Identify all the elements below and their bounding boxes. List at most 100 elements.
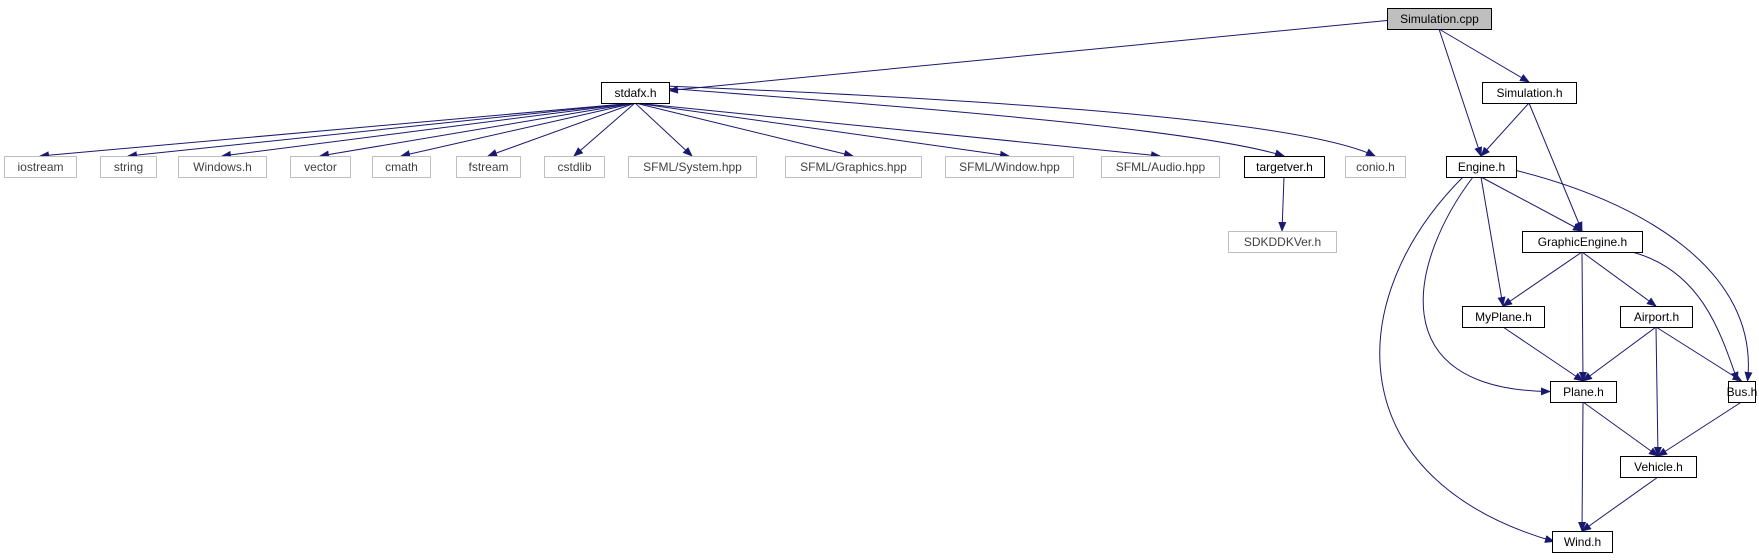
node-box: [628, 156, 757, 178]
edge-stdafx_h-to-sfml_system: [634, 102, 693, 157]
node-label: Windows.h: [193, 160, 252, 174]
edge-simulation_h-to-graphicengine_h: [1528, 102, 1583, 232]
node-label: targetver.h: [1256, 160, 1313, 174]
node-label: Wind.h: [1564, 535, 1601, 549]
edges-layer: [39, 20, 1753, 543]
node-label: Simulation.h: [1496, 86, 1562, 100]
node-box: [1345, 156, 1406, 178]
node-label: Vehicle.h: [1634, 460, 1683, 474]
node-box: [1728, 381, 1756, 403]
node-label: Bus.h: [1727, 385, 1758, 399]
node-cmath: cmath: [372, 156, 431, 178]
node-targetver-h[interactable]: targetver.h: [1244, 156, 1325, 178]
node-box: [1244, 156, 1325, 178]
node-box: [1620, 456, 1697, 478]
edge-targetver_h-to-sdkddkver_h: [1278, 176, 1287, 232]
node-label: cmath: [385, 160, 418, 174]
edge-stdafx_h-to-string: [127, 102, 636, 160]
node-label: SDKDDKVer.h: [1244, 235, 1321, 249]
node-vector: vector: [290, 156, 351, 178]
node-label: iostream: [17, 160, 63, 174]
node-label: Simulation.cpp: [1400, 12, 1479, 26]
node-label: SFML/Window.hpp: [959, 160, 1060, 174]
edge-stdafx_h-to-vector: [319, 102, 636, 159]
node-label: cstdlib: [557, 160, 591, 174]
edge-airport_h-to-bus_h: [1655, 326, 1743, 382]
node-box: [372, 156, 431, 178]
edge-stdafx_h-to-sfml_window: [634, 102, 1010, 159]
node-box: [945, 156, 1074, 178]
node-box: [290, 156, 351, 178]
node-label: SFML/System.hpp: [643, 160, 742, 174]
edge-bus_h-to-vehicle_h: [1657, 401, 1742, 457]
node-box: [4, 156, 77, 178]
node-iostream: iostream: [4, 156, 77, 178]
edge-engine_h-to-myplane_h: [1480, 176, 1506, 307]
edge-stdafx_h-to-sfml_graphics: [634, 102, 854, 158]
edge-plane_h-to-vehicle_h: [1582, 401, 1659, 457]
node-box: [1462, 306, 1545, 328]
edge-vehicle_h-to-wind_h: [1581, 476, 1659, 532]
node-box: [1620, 306, 1693, 328]
node-label: fstream: [468, 160, 508, 174]
node-label: Plane.h: [1563, 385, 1604, 399]
edge-graphicengine_h-to-plane_h: [1578, 251, 1587, 382]
node-label: SFML/Graphics.hpp: [800, 160, 907, 174]
node-box: [100, 156, 157, 178]
node-engine-h[interactable]: Engine.h: [1446, 156, 1517, 178]
node-wind-h[interactable]: Wind.h: [1552, 531, 1613, 553]
edge-stdafx_h-to-targetver_h: [662, 87, 1285, 158]
node-simulation-cpp[interactable]: Simulation.cpp: [1387, 8, 1492, 30]
node-label: GraphicEngine.h: [1538, 235, 1627, 249]
node-box: [1387, 8, 1492, 30]
node-airport-h[interactable]: Airport.h: [1620, 306, 1693, 328]
edge-simulation_cpp-to-simulation_h: [1438, 28, 1530, 83]
node-windows-h: Windows.h: [178, 156, 267, 178]
node-box: [1101, 156, 1220, 178]
edge-engine_h-to-wind_h: [1379, 176, 1555, 543]
edge-graphicengine_h-to-bus_h: [1631, 251, 1739, 382]
edge-graphicengine_h-to-myplane_h: [1502, 251, 1583, 307]
node-box: [1550, 381, 1617, 403]
node-vehicle-h[interactable]: Vehicle.h: [1620, 456, 1697, 478]
edge-stdafx_h-to-sfml_audio: [634, 102, 1161, 160]
node-sfml-graphics: SFML/Graphics.hpp: [785, 156, 922, 178]
node-box: [1482, 82, 1577, 104]
node-label: stdafx.h: [614, 86, 656, 100]
node-box: [456, 156, 521, 178]
node-box: [1522, 231, 1643, 253]
node-sfml-audio: SFML/Audio.hpp: [1101, 156, 1220, 178]
node-label: string: [114, 160, 143, 174]
node-box: [1228, 231, 1337, 253]
edge-airport_h-to-plane_h: [1582, 326, 1657, 382]
node-box: [785, 156, 922, 178]
node-box: [544, 156, 605, 178]
node-plane-h[interactable]: Plane.h: [1550, 381, 1617, 403]
node-myplane-h[interactable]: MyPlane.h: [1462, 306, 1545, 328]
edge-simulation_cpp-to-stdafx_h: [668, 20, 1388, 94]
node-simulation-h[interactable]: Simulation.h: [1482, 82, 1577, 104]
node-cstdlib: cstdlib: [544, 156, 605, 178]
edge-simulation_cpp-to-engine_h: [1438, 28, 1482, 157]
node-label: SFML/Audio.hpp: [1116, 160, 1206, 174]
node-label: conio.h: [1356, 160, 1395, 174]
edge-stdafx_h-to-cmath: [400, 102, 636, 158]
node-bus-h[interactable]: Bus.h: [1727, 381, 1758, 403]
node-stdafx-h[interactable]: stdafx.h: [601, 82, 670, 104]
edge-engine_h-to-bus_h: [1509, 168, 1753, 382]
node-box: [1552, 531, 1613, 553]
edge-stdafx_h-to-cstdlib: [573, 102, 636, 157]
edge-airport_h-to-vehicle_h: [1653, 326, 1662, 457]
edge-engine_h-to-plane_h: [1422, 176, 1551, 396]
node-string: string: [100, 156, 157, 178]
node-sfml-window: SFML/Window.hpp: [945, 156, 1074, 178]
node-sfml-system: SFML/System.hpp: [628, 156, 757, 178]
node-box: [1446, 156, 1517, 178]
node-sdkddkver-h: SDKDDKVer.h: [1228, 231, 1337, 253]
node-box: [178, 156, 267, 178]
node-box: [601, 82, 670, 104]
edge-stdafx_h-to-windows_h: [221, 102, 636, 159]
edge-stdafx_h-to-iostream: [39, 102, 636, 160]
node-graphicengine-h[interactable]: GraphicEngine.h: [1522, 231, 1643, 253]
